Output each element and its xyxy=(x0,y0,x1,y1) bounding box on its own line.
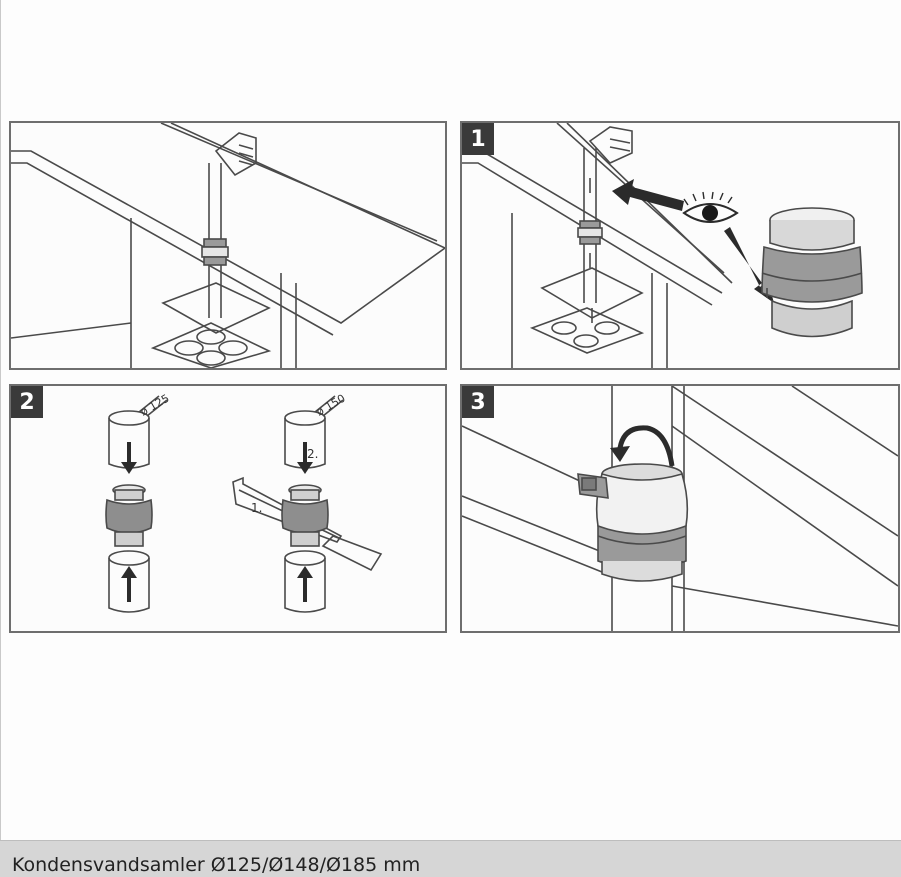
step-3-illustration xyxy=(462,386,898,631)
step-badge-1: 1 xyxy=(462,123,494,155)
sub-step-1-label: 1. xyxy=(251,501,262,515)
manual-page: 1 ø xyxy=(0,0,901,840)
arrow-icon xyxy=(612,179,684,211)
sub-step-2-label: 2. xyxy=(307,447,318,461)
eye-icon xyxy=(682,191,739,223)
panel-step-1: 1 xyxy=(460,121,900,370)
panel-overview xyxy=(9,121,447,370)
step-2-illustration: ø 125 ø 150 1. 2. xyxy=(105,392,383,613)
panel-step-3: 3 xyxy=(460,384,900,633)
overview-illustration xyxy=(11,123,445,368)
step-1-illustration xyxy=(462,123,863,368)
step-badge-2: 2 xyxy=(11,386,43,418)
step-badge-3: 3 xyxy=(462,386,494,418)
rotate-arrow-icon xyxy=(610,425,675,467)
panel-step-2: ø 125 ø 150 1. 2. xyxy=(9,384,447,633)
caption-bar: Kondensvandsamler Ø125/Ø148/Ø185 mm xyxy=(0,840,901,877)
dimension-label-left: ø 125 xyxy=(138,392,172,419)
image-caption: Kondensvandsamler Ø125/Ø148/Ø185 mm xyxy=(12,854,421,876)
dimension-label-right: ø 150 xyxy=(314,392,348,419)
